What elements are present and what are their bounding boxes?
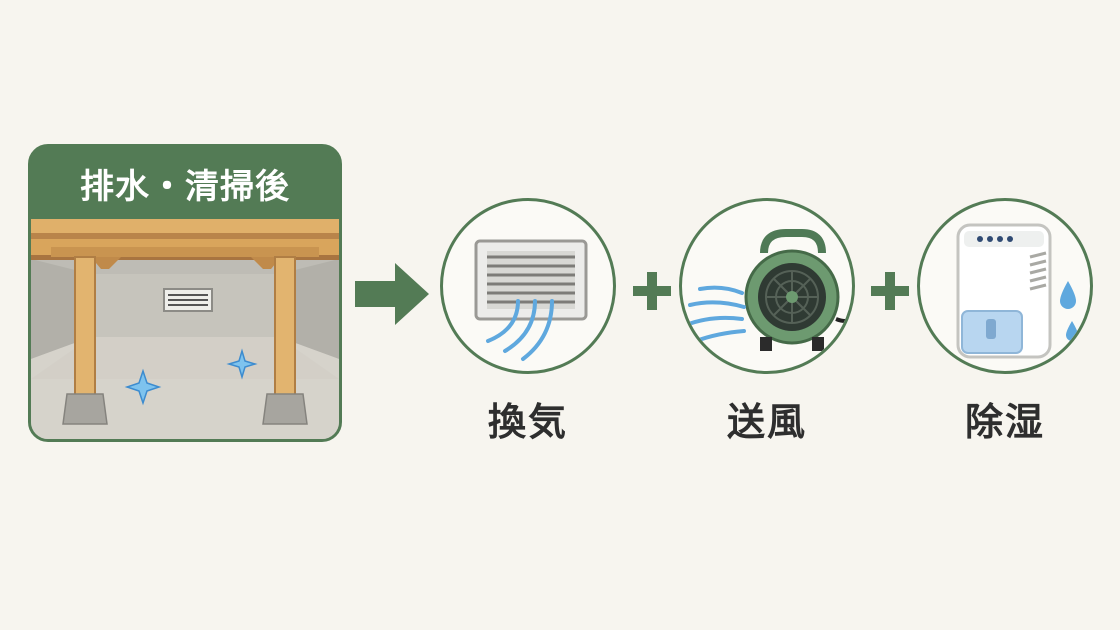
right-arrow-icon bbox=[355, 263, 429, 325]
plus-icon bbox=[633, 272, 671, 310]
step-label-fan: 送風 bbox=[726, 400, 807, 444]
plus-icon bbox=[871, 272, 909, 310]
step-circle-fan bbox=[679, 198, 855, 374]
underfloor-illustration bbox=[31, 219, 339, 439]
wall-vent-icon bbox=[163, 288, 213, 312]
scene-card: 排水・清掃後 bbox=[28, 144, 342, 442]
fan-icon bbox=[684, 229, 852, 351]
scene-title: 排水・清掃後 bbox=[80, 166, 290, 207]
sparkle-icon bbox=[124, 348, 258, 406]
step-label-ventilation: 換気 bbox=[487, 400, 568, 444]
step-circle-ventilation bbox=[440, 198, 616, 374]
step-label-dehumidifier: 除湿 bbox=[964, 400, 1045, 444]
airflow-icon bbox=[486, 299, 554, 361]
dehumidifier-icon bbox=[956, 223, 1078, 359]
step-circle-dehumidifier bbox=[917, 198, 1093, 374]
water-drop-icon bbox=[1060, 281, 1078, 341]
airflow-icon bbox=[684, 285, 746, 343]
vent-icon bbox=[474, 239, 588, 361]
